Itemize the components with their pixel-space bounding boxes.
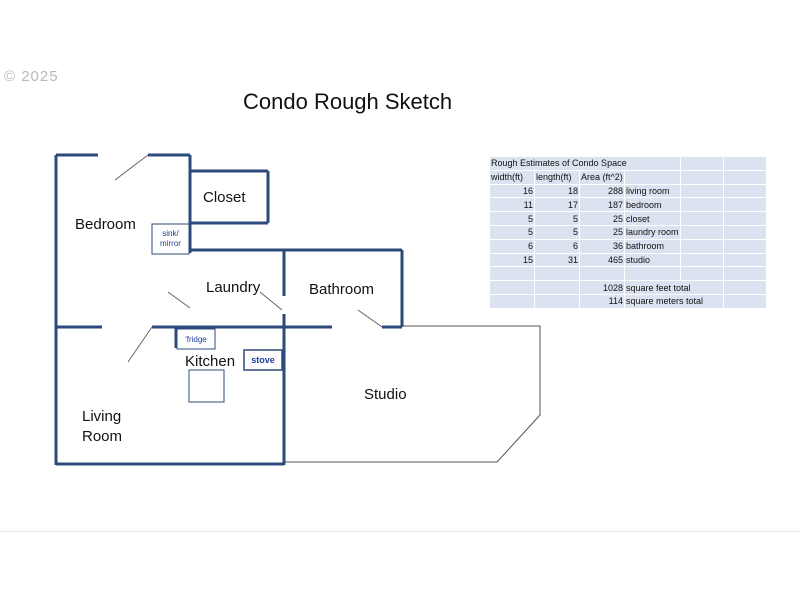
total-sqft-label: square feet total	[624, 280, 724, 295]
cell-area: 25	[579, 211, 625, 226]
cell-name: living room	[624, 183, 681, 199]
estimates-table: Rough Estimates of Condo Space width(ft)…	[489, 156, 767, 309]
stove-label: stove	[251, 355, 275, 365]
cell-length: 18	[534, 183, 580, 199]
room-label-living-line1: Living	[82, 408, 122, 425]
sink-mirror-label: sink/ mirror	[152, 229, 189, 249]
cell-width: 5	[489, 224, 535, 240]
cell-area: 187	[579, 197, 625, 213]
room-label-closet: Closet	[203, 189, 246, 206]
door-swings	[114, 154, 383, 363]
cell-width: 16	[489, 183, 535, 199]
table-title: Rough Estimates of Condo Space	[489, 156, 681, 171]
stove-box	[243, 349, 283, 371]
cell-name: bathroom	[624, 238, 681, 254]
door-laundry-a	[167, 291, 191, 309]
cell-area: 25	[579, 224, 625, 240]
table-row: 11 17 187 bedroom	[489, 197, 767, 213]
cell-width: 15	[489, 252, 535, 268]
cell-width: 5	[489, 211, 535, 226]
kitchen-island	[188, 369, 225, 403]
table-row: 16 18 288 living room	[489, 183, 767, 199]
cell-length: 31	[534, 252, 580, 268]
cell-name: studio	[624, 252, 681, 268]
door-bedroom	[114, 154, 149, 181]
table-row: 15 31 465 studio	[489, 252, 767, 268]
room-label-bedroom: Bedroom	[75, 216, 136, 233]
table-row: 6 6 36 bathroom	[489, 238, 767, 254]
table-title-row: Rough Estimates of Condo Space	[489, 156, 767, 171]
cell-length: 6	[534, 238, 580, 254]
sink-label-line2: mirror	[160, 239, 181, 248]
walls	[54, 153, 404, 466]
studio-outline	[284, 325, 541, 463]
table-blank-row	[489, 266, 767, 282]
cell-name: bedroom	[624, 197, 681, 213]
fridge-label: 'fridge	[185, 335, 207, 344]
room-label-living-line2: Room	[82, 428, 123, 445]
page-title: Condo Rough Sketch	[243, 89, 453, 114]
door-laundry-b	[259, 291, 283, 311]
room-label-kitchen: Kitchen	[185, 353, 236, 370]
table-row: 5 5 25 closet	[489, 211, 767, 226]
cell-length: 5	[534, 211, 580, 226]
cell-width: 11	[489, 197, 535, 213]
sink-mirror-box	[151, 223, 190, 255]
header-area: Area (ft^2)	[579, 169, 625, 185]
total-sqm-value: 114	[579, 293, 625, 309]
copyright-watermark: © 2025	[4, 68, 59, 85]
cell-length: 17	[534, 197, 580, 213]
bottom-divider	[0, 531, 800, 532]
cell-name: laundry room	[624, 224, 681, 240]
table-total-row: 114 square meters total	[489, 293, 767, 309]
header-length: length(ft)	[534, 169, 580, 185]
door-bathroom	[357, 309, 383, 328]
total-sqft-value: 1028	[579, 280, 625, 295]
table-total-row: 1028 square feet total	[489, 280, 767, 295]
cell-name: closet	[624, 211, 681, 226]
door-living	[127, 326, 153, 363]
cell-area: 36	[579, 238, 625, 254]
room-label-bathroom: Bathroom	[309, 281, 375, 298]
fridge-box	[176, 328, 216, 350]
cell-length: 5	[534, 224, 580, 240]
cell-width: 6	[489, 238, 535, 254]
room-label-studio: Studio	[364, 386, 407, 403]
table-header-row: width(ft) length(ft) Area (ft^2)	[489, 169, 767, 185]
table-row: 5 5 25 laundry room	[489, 224, 767, 240]
header-width: width(ft)	[489, 169, 535, 185]
room-label-laundry: Laundry	[206, 279, 261, 296]
cell-area: 465	[579, 252, 625, 268]
total-sqm-label: square meters total	[624, 293, 724, 309]
sink-label-line1: sink/	[162, 229, 179, 238]
cell-area: 288	[579, 183, 625, 199]
